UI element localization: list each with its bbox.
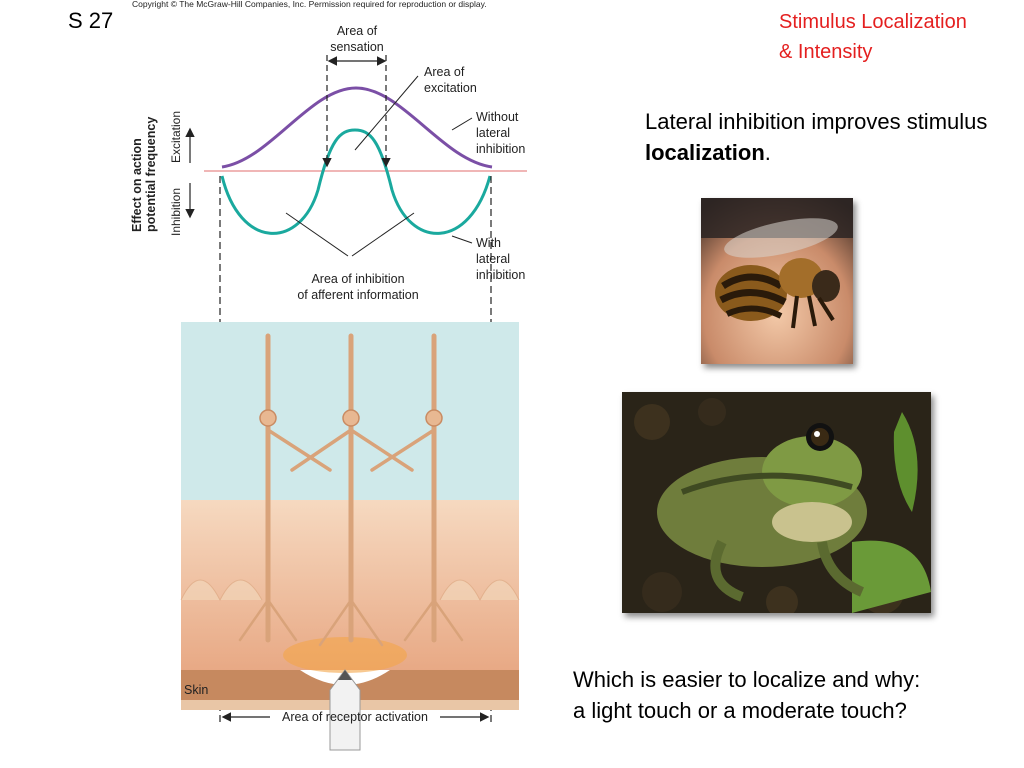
excitation-leader-line bbox=[354, 75, 419, 151]
lead-text: Lateral inhibition improves stimulus bbox=[645, 109, 988, 134]
with-inhibition-curve bbox=[220, 128, 492, 235]
without-label-1: Without bbox=[476, 110, 519, 124]
without-inhibition-curve bbox=[221, 86, 493, 169]
inhibition-leader-left bbox=[285, 212, 349, 257]
lead-statement: Lateral inhibition improves stimulus loc… bbox=[645, 106, 1005, 168]
area-of-receptor-activation-label: Area of receptor activation bbox=[282, 710, 428, 724]
neuron-cell-bodies bbox=[259, 409, 443, 427]
slide-title: Stimulus Localization & Intensity bbox=[779, 7, 967, 67]
area-of-excitation-label-2: excitation bbox=[424, 81, 477, 95]
copyright-notice: Copyright © The McGraw-Hill Companies, I… bbox=[132, 0, 487, 9]
inhibition-label: Inhibition bbox=[169, 188, 183, 236]
slide-title-line-2: & Intensity bbox=[779, 41, 873, 63]
area-of-inhibition-label-2: of afferent information bbox=[297, 288, 418, 302]
slide-title-line-1: Stimulus Localization bbox=[779, 11, 967, 33]
without-label-3: inhibition bbox=[476, 142, 525, 156]
lead-bold-term: localization bbox=[645, 140, 765, 165]
frog-photo bbox=[622, 392, 931, 613]
bee-photo bbox=[701, 198, 853, 364]
inhibition-leader-right bbox=[351, 212, 415, 257]
with-label-1: With bbox=[476, 236, 501, 250]
with-label-3: inhibition bbox=[476, 268, 525, 282]
receptor-activation-glow bbox=[283, 637, 407, 673]
y-axis-title-line-2: potential frequency bbox=[144, 117, 158, 232]
skin-papillae bbox=[180, 579, 520, 602]
y-axis-title-line-1: Effect on action bbox=[130, 138, 144, 232]
without-leader-line bbox=[451, 117, 473, 131]
with-label-2: lateral bbox=[476, 252, 510, 266]
question-line-2: a light touch or a moderate touch? bbox=[573, 698, 907, 723]
without-label-2: lateral bbox=[476, 126, 510, 140]
slide-number: S 27 bbox=[68, 8, 114, 33]
area-of-sensation-label-2: sensation bbox=[330, 40, 384, 54]
lateral-inhibition-diagram: Effect on action potential frequency Exc… bbox=[130, 24, 527, 751]
area-of-sensation-label-1: Area of bbox=[337, 24, 378, 38]
with-leader-line bbox=[451, 235, 473, 244]
area-of-excitation-label-1: Area of bbox=[424, 65, 465, 79]
question-text: Which is easier to localize and why: a l… bbox=[573, 664, 1013, 726]
question-line-1: Which is easier to localize and why: bbox=[573, 667, 921, 692]
excitation-label: Excitation bbox=[169, 111, 183, 163]
skin-label: Skin bbox=[184, 683, 208, 697]
stimulus-probe bbox=[329, 669, 361, 751]
area-of-inhibition-label-1: Area of inhibition bbox=[311, 272, 404, 286]
probe-tip bbox=[338, 670, 352, 680]
lead-end: . bbox=[764, 140, 771, 165]
